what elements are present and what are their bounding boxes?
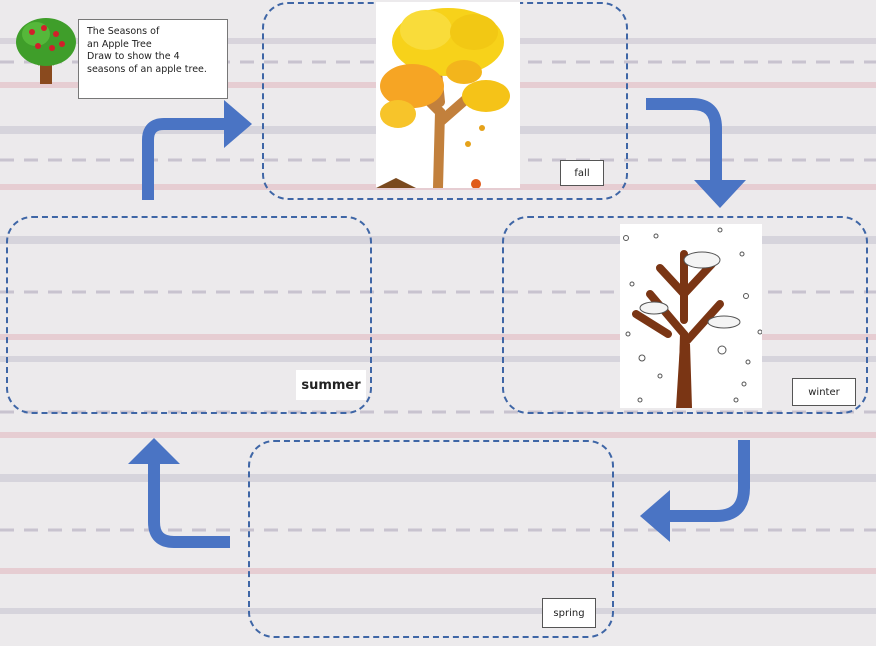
instructions-line-4: seasons of an apple tree. (87, 63, 207, 75)
instructions-line-3: Draw to show the 4 (87, 51, 180, 62)
fall-label: fall (560, 160, 604, 186)
winter-tree-icon (620, 224, 762, 408)
spring-label: spring (542, 598, 596, 628)
instructions-line-2: an Apple Tree (87, 38, 152, 50)
fall-tree-icon (376, 2, 520, 188)
summer-box[interactable] (6, 216, 372, 414)
summer-label: summer (296, 370, 366, 400)
instructions-card: The Seasons of an Apple Tree Draw to sho… (78, 19, 228, 99)
apple-tree-icon (16, 18, 76, 84)
winter-box[interactable] (502, 216, 868, 414)
spring-box[interactable] (248, 440, 614, 638)
winter-label: winter (792, 378, 856, 406)
instructions-line-1: The Seasons of (87, 26, 160, 37)
